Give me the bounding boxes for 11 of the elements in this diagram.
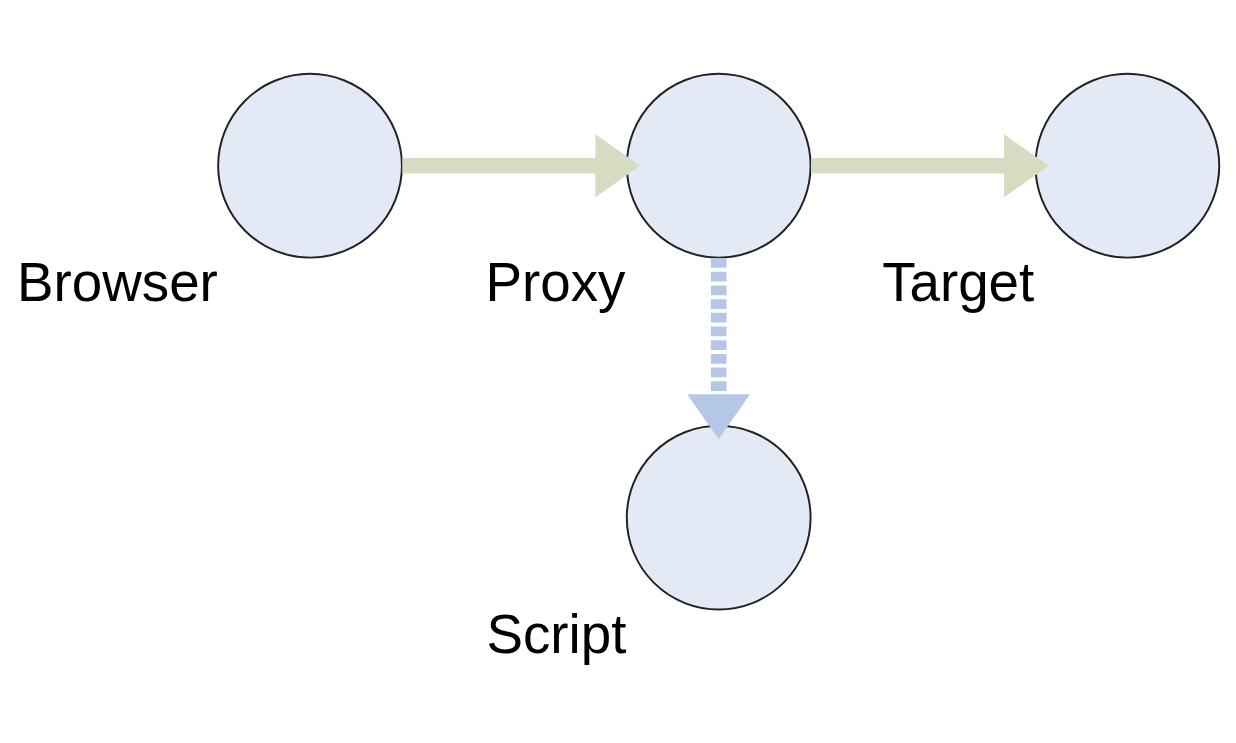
node-label: Script [486, 602, 627, 665]
arrow [687, 257, 751, 439]
node-circle [217, 72, 403, 259]
node-circle [1034, 72, 1221, 259]
node-circle [625, 72, 812, 259]
node-circle [625, 424, 812, 611]
node-label: Browser [17, 250, 218, 313]
arrow [811, 133, 1049, 197]
node-label: Proxy [485, 250, 626, 313]
node-label: Target [882, 250, 1035, 313]
arrow [402, 133, 641, 197]
